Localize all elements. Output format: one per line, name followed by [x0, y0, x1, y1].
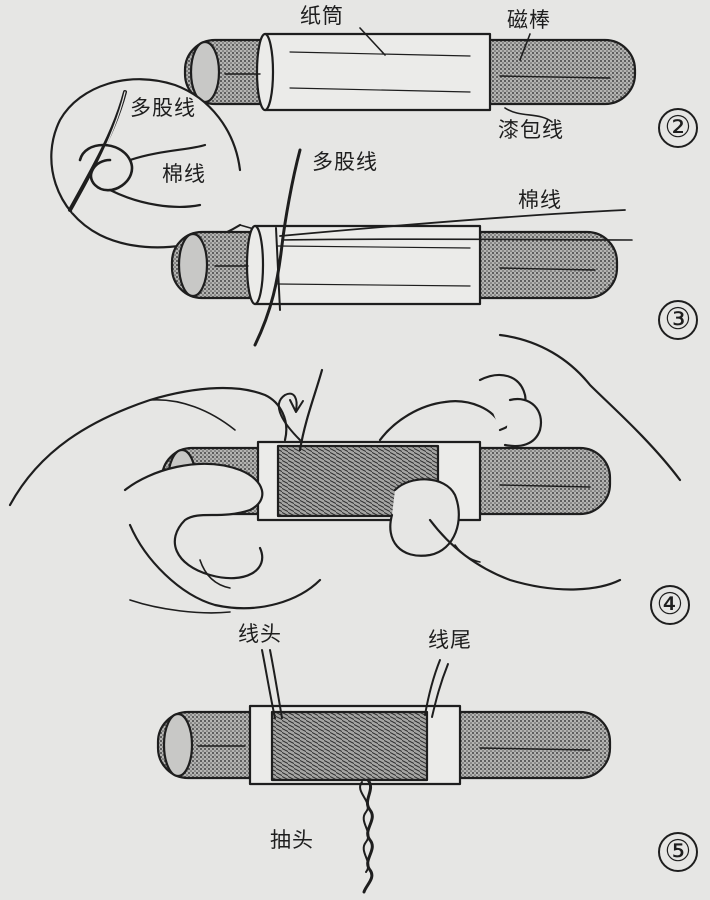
label-litz-wire-inset: 多股线	[130, 96, 196, 120]
step-number-3: ③	[658, 300, 698, 340]
twisted-tap	[362, 778, 374, 894]
wire-lead-step4	[298, 368, 324, 452]
cotton-thread-step3	[279, 209, 626, 237]
coil-step5	[270, 710, 429, 782]
label-enamel-wire: 漆包线	[498, 118, 564, 142]
label-cotton-thread: 棉线	[518, 188, 562, 212]
rod-end-step2	[189, 40, 221, 104]
step-number-2: ②	[658, 108, 698, 148]
right-hand	[498, 333, 682, 482]
label-magnet-rod: 磁棒	[507, 8, 551, 32]
step5-figure	[156, 649, 612, 894]
knot-inset	[50, 78, 276, 249]
step-number-5: ⑤	[658, 832, 698, 872]
leader-magnet-rod	[519, 33, 531, 61]
step4-figure	[8, 333, 682, 614]
paper-tube-step2	[263, 32, 492, 112]
tube-rim-step2	[255, 32, 275, 112]
wire-tail	[424, 659, 441, 716]
step2-figure	[183, 27, 637, 123]
winding-arrow	[277, 392, 301, 441]
label-paper-tube: 纸筒	[300, 4, 344, 28]
right-thumb	[389, 478, 460, 557]
label-wire-tail: 线尾	[428, 628, 472, 652]
label-cotton-thread-inset: 棉线	[162, 162, 206, 186]
wire-head	[261, 649, 276, 719]
label-tap: 抽头	[270, 828, 314, 852]
inset-cotton-thread	[128, 143, 207, 162]
paper-tube-step3	[253, 224, 482, 306]
label-wire-head: 线头	[238, 622, 282, 646]
step3-figure	[170, 148, 633, 347]
litz-wire-step3	[253, 148, 302, 347]
enamel-wire-lead	[504, 107, 553, 123]
inset-knot-loop	[78, 143, 134, 192]
step-number-4: ④	[650, 585, 690, 625]
left-thumb	[123, 462, 264, 580]
label-litz-wire: 多股线	[312, 150, 378, 174]
leader-paper-tube	[359, 27, 386, 56]
